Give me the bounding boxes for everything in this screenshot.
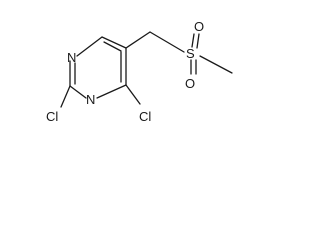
bond-c6-cl	[60, 85, 71, 108]
atom-cl-right: Cl	[139, 109, 151, 124]
bond-c3-ch2	[125, 31, 151, 49]
atom-n-top: N	[67, 50, 76, 65]
atom-o-bottom: O	[185, 76, 195, 91]
bond-c2-c3	[101, 36, 127, 49]
bond-c4-cl	[125, 84, 141, 105]
bond-n5-c4	[96, 84, 127, 99]
atom-o-top: O	[194, 19, 204, 34]
bond-c6-n5	[69, 85, 87, 99]
chemical-structure-diagram: N N Cl Cl S O O	[46, 19, 233, 124]
bond-s-o-top-a	[191, 33, 195, 48]
atom-s: S	[186, 46, 195, 61]
bond-c2-c3-inner	[103, 41, 122, 52]
bond-s-o-top-b	[196, 33, 200, 49]
bond-ch2-s	[149, 31, 185, 53]
bond-s-methyl	[199, 55, 233, 74]
atom-n-bottom: N	[86, 92, 95, 107]
bond-n1-c2	[76, 36, 103, 57]
atom-cl-left: Cl	[46, 109, 58, 124]
